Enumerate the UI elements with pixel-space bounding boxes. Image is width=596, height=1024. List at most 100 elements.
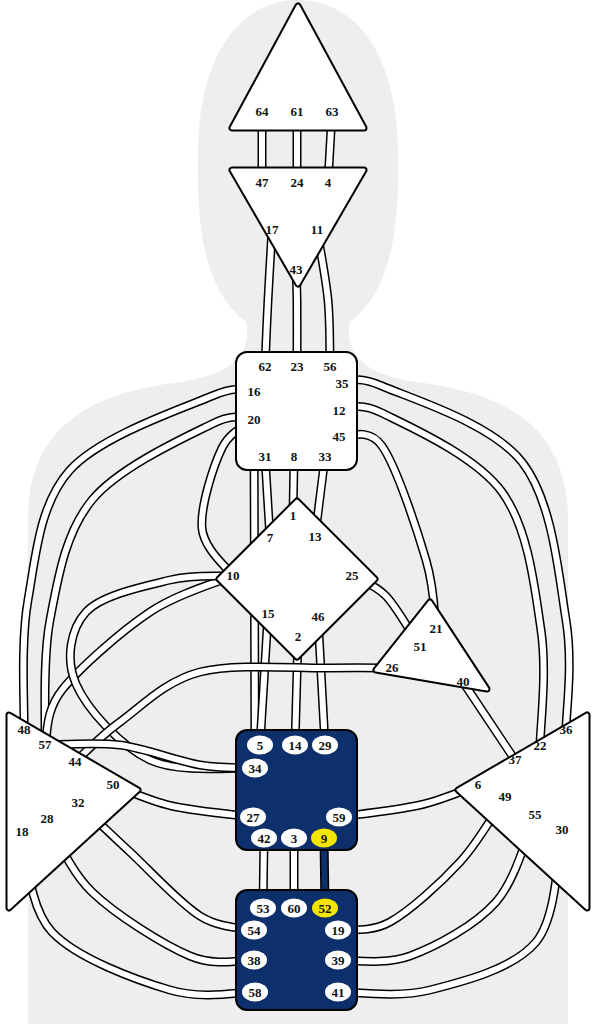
gate-number: 63 bbox=[326, 105, 339, 119]
center-outline bbox=[219, 501, 375, 657]
gate-number: 24 bbox=[291, 176, 304, 190]
gate-number: 43 bbox=[290, 263, 303, 277]
root-center: 53 60 52 54 19 38 39 58 41 bbox=[234, 888, 359, 1012]
gate-number: 52 bbox=[312, 899, 338, 918]
center-outline bbox=[232, 6, 364, 128]
gate-number: 62 bbox=[259, 360, 272, 374]
gate-number: 64 bbox=[256, 105, 269, 119]
center-outline bbox=[9, 715, 138, 908]
center-fill bbox=[219, 501, 375, 657]
center-outline bbox=[236, 730, 357, 850]
ajna-center: 47 24 4 17 11 43 bbox=[228, 166, 368, 288]
center-outline bbox=[236, 352, 357, 470]
gate-number: 5 bbox=[247, 736, 273, 755]
gate-number: 16 bbox=[248, 385, 261, 399]
gate-number: 48 bbox=[18, 723, 31, 737]
gate-number: 8 bbox=[291, 450, 298, 464]
channel-outline bbox=[342, 380, 569, 730]
channel bbox=[463, 682, 515, 760]
gate-number: 54 bbox=[241, 921, 267, 940]
gate-number: 26 bbox=[386, 661, 399, 675]
center-fill bbox=[232, 6, 364, 128]
center-fill bbox=[376, 602, 487, 689]
gate-number: 3 bbox=[281, 829, 307, 848]
gate-number: 42 bbox=[251, 829, 277, 848]
gate-number: 25 bbox=[346, 569, 359, 583]
gate-number: 53 bbox=[250, 899, 276, 918]
center-outline bbox=[376, 602, 487, 689]
center-shape bbox=[372, 596, 490, 694]
gate-number: 39 bbox=[325, 951, 351, 970]
gate-number: 35 bbox=[336, 377, 349, 391]
gate-number: 41 bbox=[325, 983, 351, 1002]
channel-outline bbox=[265, 230, 272, 367]
channel-fill bbox=[260, 614, 268, 745]
gate-number: 34 bbox=[242, 759, 268, 778]
gate-number: 27 bbox=[240, 808, 266, 827]
gate-number: 20 bbox=[248, 413, 261, 427]
channel-fill bbox=[342, 380, 569, 730]
center-outline bbox=[236, 890, 357, 1010]
gate-number: 51 bbox=[414, 640, 427, 654]
gate-number: 46 bbox=[312, 610, 325, 624]
heart-center: 21512640 bbox=[372, 596, 490, 694]
center-shape bbox=[6, 712, 142, 912]
gate-number: 21 bbox=[430, 622, 443, 636]
gate-number: 7 bbox=[267, 531, 274, 545]
channel-outline bbox=[23, 389, 254, 730]
channel bbox=[45, 744, 255, 768]
center-outline bbox=[458, 715, 587, 908]
g-center: 1713102515462 bbox=[216, 498, 378, 660]
gate-number: 58 bbox=[242, 983, 268, 1002]
gate-number: 61 bbox=[291, 105, 304, 119]
gate-number: 14 bbox=[282, 736, 308, 755]
gate-number: 10 bbox=[227, 569, 240, 583]
gate-number: 60 bbox=[281, 899, 307, 918]
channel-fill bbox=[265, 230, 272, 367]
gate-number: 29 bbox=[312, 736, 338, 755]
gate-number: 22 bbox=[534, 739, 547, 753]
gate-number: 1 bbox=[290, 509, 297, 523]
gate-number: 44 bbox=[69, 755, 82, 769]
gate-number: 36 bbox=[560, 723, 573, 737]
gate-number: 4 bbox=[325, 176, 332, 190]
sacral-center: 5 1429 34 27 59 4239 bbox=[234, 728, 359, 852]
channel-fill bbox=[338, 797, 505, 930]
center-fill bbox=[9, 715, 138, 908]
gate-number: 13 bbox=[309, 530, 322, 544]
throat-center: 622356163520124531833 bbox=[234, 350, 359, 472]
gate-number: 19 bbox=[325, 921, 351, 940]
gate-number: 50 bbox=[107, 778, 120, 792]
gate-number: 57 bbox=[39, 738, 52, 752]
channel-outline bbox=[45, 744, 255, 768]
gate-number: 11 bbox=[311, 223, 323, 237]
gate-number: 15 bbox=[262, 607, 275, 621]
channel-fill bbox=[23, 389, 254, 730]
gate-number: 49 bbox=[499, 790, 512, 804]
gate-number: 59 bbox=[326, 808, 352, 827]
gate-number: 55 bbox=[529, 808, 542, 822]
gate-number: 17 bbox=[266, 223, 279, 237]
center-outline bbox=[232, 170, 364, 284]
channel-fill bbox=[463, 682, 515, 760]
gate-number: 47 bbox=[256, 176, 269, 190]
center-fill bbox=[458, 715, 587, 908]
channel-outline bbox=[463, 682, 515, 760]
gate-number: 37 bbox=[509, 753, 522, 767]
spleen-center: 48574450322818 bbox=[6, 712, 142, 912]
channel-fill bbox=[45, 744, 255, 768]
channel bbox=[342, 380, 569, 730]
gate-number: 12 bbox=[333, 404, 346, 418]
gate-number: 33 bbox=[319, 450, 332, 464]
channel-outline bbox=[260, 614, 268, 745]
gate-number: 23 bbox=[291, 360, 304, 374]
gate-number: 45 bbox=[333, 430, 346, 444]
gate-number: 31 bbox=[259, 450, 272, 464]
channel bbox=[23, 389, 254, 730]
center-fill bbox=[232, 170, 364, 284]
center-shape bbox=[455, 712, 591, 912]
gate-number: 9 bbox=[311, 829, 337, 848]
gate-number: 18 bbox=[16, 825, 29, 839]
gate-number: 38 bbox=[241, 951, 267, 970]
